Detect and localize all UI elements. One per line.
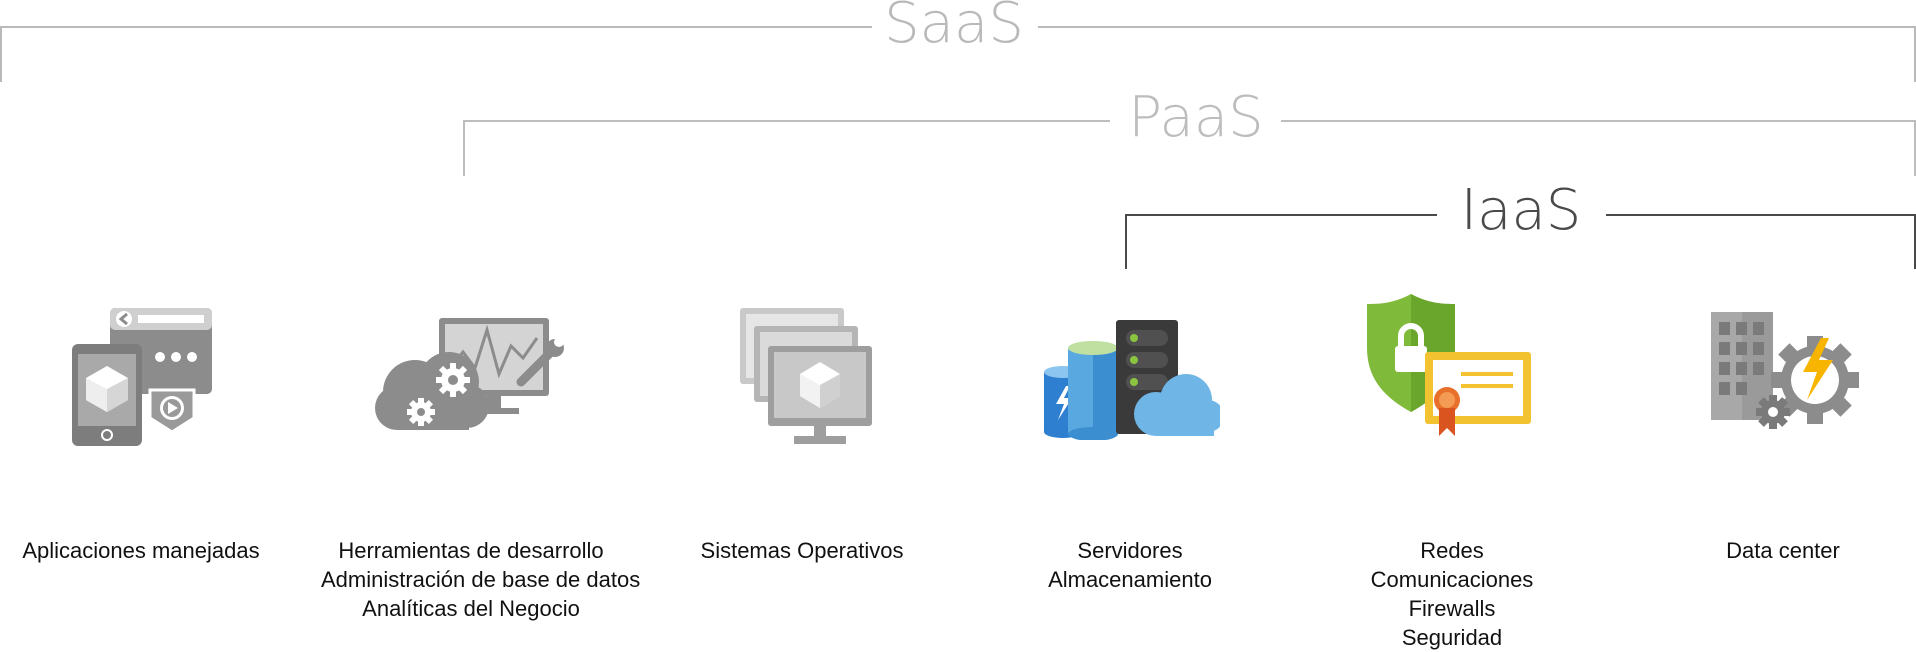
- datacenter-icon: [1703, 290, 1863, 445]
- managed-apps-icon: [66, 290, 216, 451]
- iaas-bracket-line-left: [1125, 214, 1437, 216]
- network-security-line-2: Comunicaciones: [1370, 567, 1534, 592]
- saas-bracket-line-left: [0, 26, 872, 28]
- datacenter-caption: Data center: [1633, 536, 1916, 565]
- dev-tools-line-3: Analíticas del Negocio: [362, 596, 580, 621]
- datacenter-line-1: Data center: [1726, 538, 1840, 563]
- servers-storage-graphic: [1044, 320, 1224, 441]
- operating-systems-line-1: Sistemas Operativos: [700, 538, 904, 563]
- saas-label: SaaS: [884, 0, 1024, 56]
- network-security-line-1: Redes: [1420, 538, 1484, 563]
- managed-apps-line-1: Aplicaciones manejadas: [22, 538, 260, 563]
- paas-bracket-right-leg: [1914, 120, 1916, 176]
- network-security-caption: Redes Comunicaciones Firewalls Seguridad: [1302, 536, 1602, 652]
- datacenter-graphic: [1711, 312, 1859, 429]
- dev-tools-graphic: [375, 318, 564, 430]
- servers-storage-line-2: Almacenamiento: [1048, 567, 1212, 592]
- managed-apps-graphic: [72, 308, 212, 446]
- network-security-icon: [1367, 290, 1537, 445]
- dev-tools-icon: [371, 290, 571, 445]
- dev-tools-line-1: Herramientas de desarrollo: [338, 538, 604, 563]
- iaas-bracket-left-leg: [1125, 214, 1127, 269]
- operating-systems-caption: Sistemas Operativos: [652, 536, 952, 565]
- saas-bracket-line-right: [1038, 26, 1916, 28]
- saas-bracket-right-leg: [1914, 26, 1916, 82]
- network-security-graphic: [1367, 294, 1531, 436]
- paas-label: PaaS: [1128, 85, 1264, 150]
- managed-apps-caption: Aplicaciones manejadas: [0, 536, 291, 565]
- servers-storage-caption: Servidores Almacenamiento: [980, 536, 1280, 594]
- network-security-line-3: Firewalls: [1408, 596, 1496, 621]
- operating-systems-icon: [732, 290, 872, 455]
- operating-systems-graphic: [740, 308, 872, 444]
- dev-tools-line-2: Administración de base de datos: [321, 567, 641, 592]
- servers-storage-icon: [1040, 290, 1224, 445]
- paas-bracket-left-leg: [463, 120, 465, 176]
- network-security-line-4: Seguridad: [1401, 625, 1503, 650]
- iaas-bracket-line-right: [1606, 214, 1916, 216]
- paas-bracket-line-right: [1281, 120, 1916, 122]
- servers-storage-line-1: Servidores: [1077, 538, 1183, 563]
- paas-bracket-line-left: [463, 120, 1110, 122]
- iaas-label: IaaS: [1460, 178, 1582, 243]
- saas-bracket-left-leg: [0, 26, 2, 82]
- iaas-bracket-right-leg: [1914, 214, 1916, 269]
- dev-tools-caption: Herramientas de desarrollo Administració…: [321, 536, 641, 623]
